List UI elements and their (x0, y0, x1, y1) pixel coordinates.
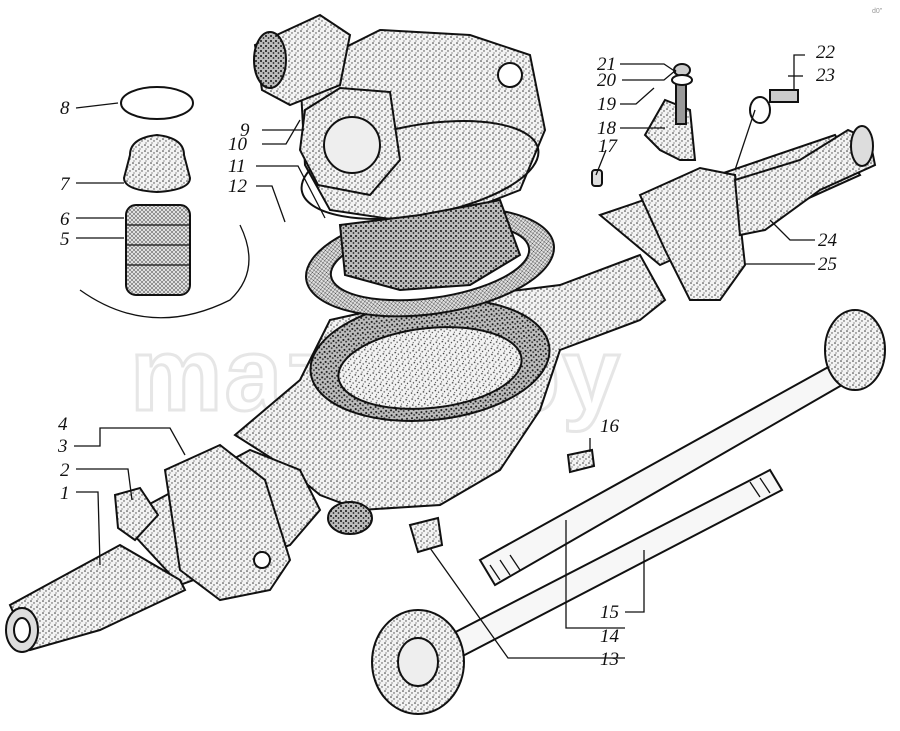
leader-lines (74, 54, 815, 659)
bracket-and-fasteners (591, 63, 799, 187)
callout-15: 15 (600, 602, 619, 623)
callout-2: 2 (60, 460, 70, 481)
drain-plug (408, 516, 444, 554)
callout-12: 12 (228, 176, 248, 197)
corner-mark: d0" (872, 8, 883, 15)
callout-21: 21 (597, 54, 616, 75)
callout-19: 19 (597, 94, 617, 115)
callout-4: 4 (58, 414, 68, 435)
callout-8: 8 (60, 98, 70, 119)
final-drive-housing (253, 13, 547, 292)
filler-plug (566, 448, 596, 474)
callout-25: 25 (818, 254, 837, 275)
callout-10: 10 (228, 134, 248, 155)
callout-13: 13 (600, 649, 619, 670)
callout-18: 18 (597, 118, 617, 139)
callout-16: 16 (600, 416, 620, 437)
callout-1: 1 (60, 483, 70, 504)
callout-17: 17 (598, 136, 619, 157)
callout-22: 22 (816, 42, 836, 63)
callout-14: 14 (600, 626, 620, 647)
half-shafts (371, 309, 886, 715)
callout-7: 7 (60, 174, 71, 195)
callout-5: 5 (60, 229, 70, 250)
callout-numbers: 1 2 3 4 5 6 7 8 9 10 11 12 13 14 15 16 1… (57, 42, 838, 670)
callout-20: 20 (597, 70, 617, 91)
callout-9: 9 (240, 120, 250, 141)
breather-assembly (79, 86, 250, 319)
callout-24: 24 (818, 230, 838, 251)
axle-housing (5, 125, 877, 653)
callout-3: 3 (57, 436, 68, 457)
callout-6: 6 (60, 209, 70, 230)
callout-23: 23 (816, 65, 835, 86)
callout-11: 11 (228, 156, 246, 177)
